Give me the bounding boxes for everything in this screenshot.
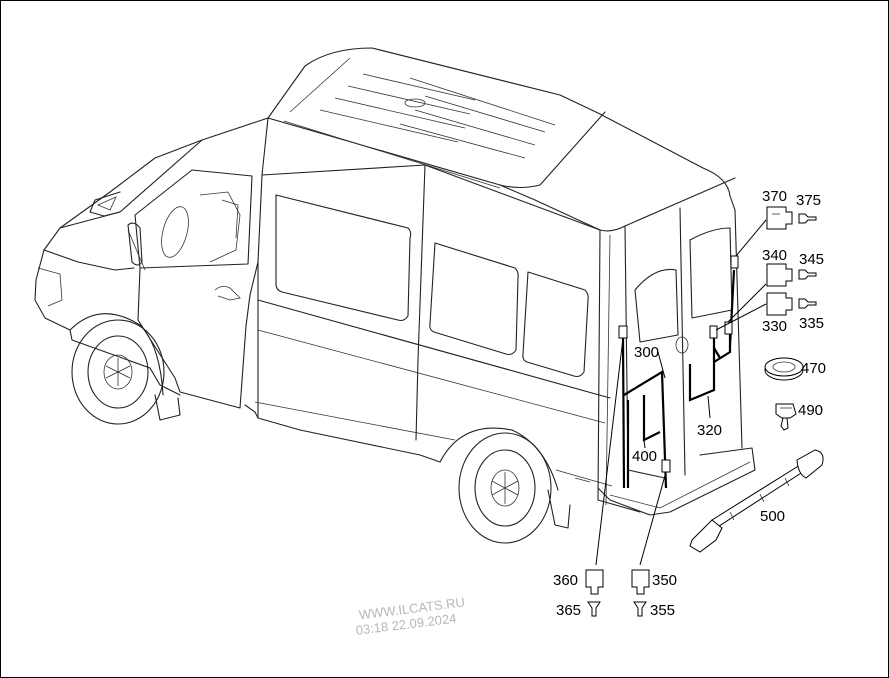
connector-330-plug <box>709 325 718 339</box>
part-335-terminal <box>798 298 817 309</box>
leader-lines <box>595 219 767 566</box>
part-490-clip <box>775 403 797 431</box>
part-360-connector-housing <box>585 569 604 595</box>
wiring-harness-320 <box>688 255 739 402</box>
callout-365: 365 <box>556 602 581 619</box>
connector-370-plug <box>730 255 739 269</box>
callout-320: 320 <box>697 422 722 439</box>
callout-490: 490 <box>798 402 823 419</box>
part-365-terminal <box>587 601 601 617</box>
callout-375: 375 <box>796 192 821 209</box>
callout-400: 400 <box>632 448 657 465</box>
part-345-terminal <box>798 269 817 280</box>
part-470-grommet <box>764 357 804 381</box>
callout-355: 355 <box>650 602 675 619</box>
watermark: WWW.ILCATS.RU 03:18 22.09.2024 <box>355 594 466 637</box>
callout-350: 350 <box>652 572 677 589</box>
part-370-connector-housing <box>766 206 793 230</box>
connector-300-lower <box>661 459 671 473</box>
callout-345: 345 <box>799 251 824 268</box>
part-355-terminal <box>633 601 647 617</box>
callout-340: 340 <box>762 247 787 264</box>
part-340-connector-housing <box>766 263 793 287</box>
part-330-connector-housing <box>766 292 793 316</box>
callout-500: 500 <box>760 508 785 525</box>
callout-300: 300 <box>634 344 659 361</box>
callout-370: 370 <box>762 188 787 205</box>
part-350-connector-housing <box>631 569 650 595</box>
callout-335: 335 <box>799 315 824 332</box>
callout-labels: 370 375 340 345 330 335 470 490 500 300 … <box>553 188 826 619</box>
part-500-cable-assembly <box>689 449 824 553</box>
callout-360: 360 <box>553 572 578 589</box>
connector-300-upper <box>618 325 628 339</box>
van-outline <box>34 47 756 544</box>
callout-470: 470 <box>801 360 826 377</box>
part-375-terminal <box>798 213 817 224</box>
callout-330: 330 <box>762 318 787 335</box>
